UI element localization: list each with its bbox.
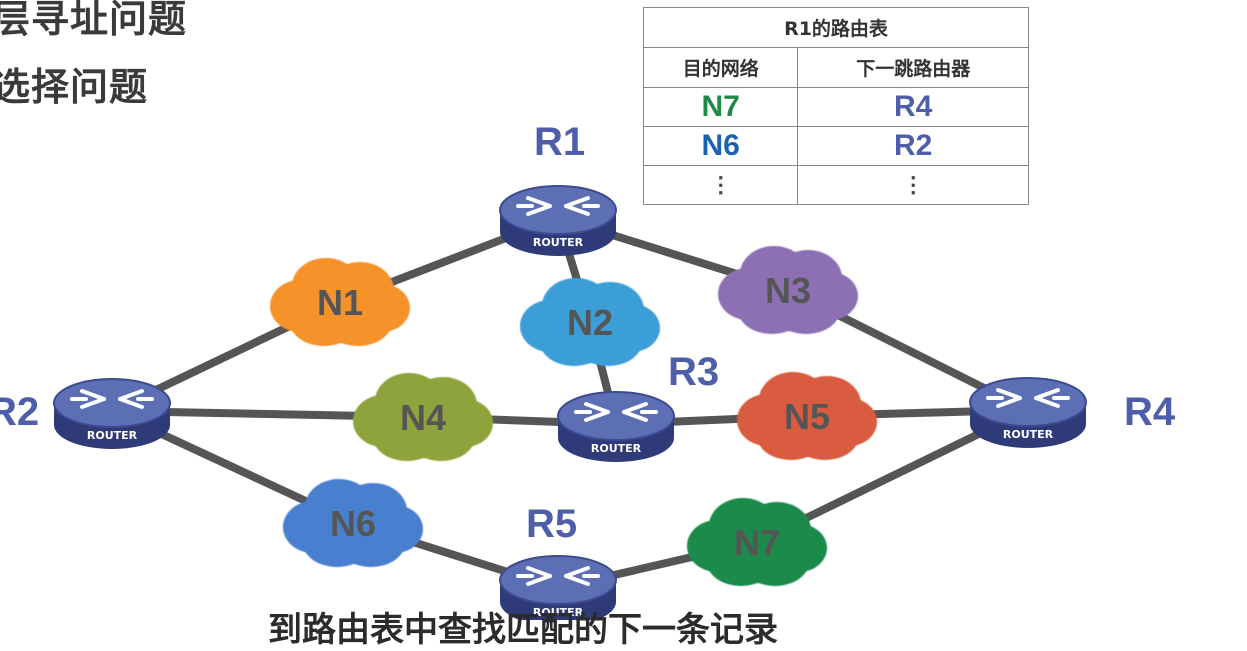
router-icon-r5: ROUTER xyxy=(499,555,617,620)
network-cloud-n1: N1 xyxy=(270,258,410,346)
routing-table-title: R1的路由表 xyxy=(643,7,1029,48)
router-icon-r3: ROUTER xyxy=(557,391,675,462)
router-icon-r4: ROUTER xyxy=(969,377,1087,448)
router-device-text: ROUTER xyxy=(1003,428,1054,441)
table-cell-dest: N7 xyxy=(642,87,799,127)
network-cloud-n3: N3 xyxy=(718,246,858,334)
column-header-destination: 目的网络 xyxy=(642,47,799,88)
router-label-r3: R3 xyxy=(668,350,720,394)
router-icon-r1: ROUTER xyxy=(499,185,617,256)
network-label-n4: N4 xyxy=(400,397,446,438)
network-label-n3: N3 xyxy=(765,270,811,311)
router-label-r5: R5 xyxy=(526,502,578,546)
network-cloud-n4: N4 xyxy=(353,373,493,461)
router-label-r2: R2 xyxy=(0,390,40,434)
router-device-text: ROUTER xyxy=(591,442,642,455)
heading-line-2: 选择问题 xyxy=(0,65,149,109)
router-label-r1: R1 xyxy=(534,120,586,164)
router-device-text: ROUTER xyxy=(87,429,138,442)
router-label-r4: R4 xyxy=(1124,390,1176,434)
routers: ROUTER ROUTER ROUTER ROUTER ROUTER xyxy=(53,185,1087,620)
table-row: N6 R2 xyxy=(642,126,1029,166)
network-cloud-n7: N7 xyxy=(687,498,827,586)
heading-line-1: 层寻址问题 xyxy=(0,0,188,41)
table-cell-next-hop: R2 xyxy=(797,126,1029,166)
network-label-n7: N7 xyxy=(734,522,780,563)
table-cell-next-hop: R4 xyxy=(797,87,1029,127)
router-device-text: ROUTER xyxy=(533,606,584,619)
router-icon-r2: ROUTER xyxy=(53,378,171,449)
column-header-next-hop: 下一跳路由器 xyxy=(797,47,1029,88)
network-cloud-n6: N6 xyxy=(283,479,423,567)
caption-subtitle: 到路由表中查找匹配的下一条记录 xyxy=(268,610,778,650)
router-device-text: ROUTER xyxy=(533,236,584,249)
table-cell-next-hop: ⋮ xyxy=(797,165,1029,205)
network-cloud-n5: N5 xyxy=(737,372,877,460)
network-label-n1: N1 xyxy=(317,282,363,323)
network-label-n5: N5 xyxy=(784,396,830,437)
routing-table: R1的路由表 目的网络 下一跳路由器 N7 R4 N6 R2 ⋮ ⋮ xyxy=(642,7,1029,205)
table-row: N7 R4 xyxy=(642,87,1029,127)
table-cell-dest: ⋮ xyxy=(642,165,799,205)
network-label-n2: N2 xyxy=(567,302,613,343)
network-label-n6: N6 xyxy=(330,503,376,544)
network-cloud-n2: N2 xyxy=(520,278,660,366)
table-row: ⋮ ⋮ xyxy=(642,165,1029,205)
table-cell-dest: N6 xyxy=(642,126,799,166)
